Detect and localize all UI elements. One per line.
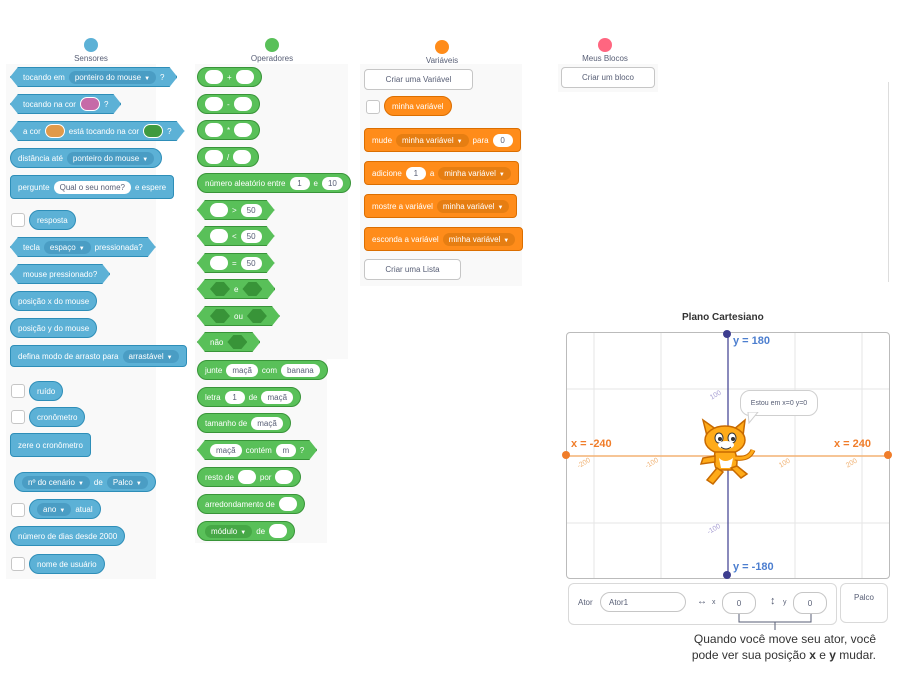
caption: Quando você move seu ator, você pode ver… (691, 632, 876, 662)
make-block-button[interactable]: Criar um bloco (561, 67, 655, 88)
subtract-block[interactable]: - (197, 94, 260, 114)
mouse-y-block[interactable]: posição y do mouse (10, 318, 98, 338)
round-block[interactable]: arredondamento de (197, 494, 305, 514)
x-label: x (712, 599, 716, 606)
x-right-label: x = 240 (834, 438, 872, 450)
cat-sprite-icon[interactable] (695, 418, 759, 490)
stage-tab[interactable]: Palco (840, 583, 888, 623)
drag-mode-block[interactable]: defina modo de arrasto para arrastável▼ (10, 345, 187, 367)
backdrop-of-block[interactable]: nº do cenário▼ de Palco▼ (14, 472, 156, 492)
variables-dot[interactable] (435, 40, 449, 54)
mod-block[interactable]: resto de por (197, 467, 302, 487)
and-block[interactable]: e (197, 279, 275, 299)
x-left-label: x = -240 (571, 438, 612, 450)
touching-color-block[interactable]: tocando na cor ? (10, 94, 121, 114)
mouse-down-block[interactable]: mouse pressionado? (10, 264, 110, 284)
my-variable-reporter[interactable]: minha variável (384, 96, 452, 116)
y-axis-bottom-dot (723, 571, 731, 579)
key-pressed-block[interactable]: tecla espaço▼ pressionada? (10, 237, 156, 257)
current-block[interactable]: ano▼ atual (29, 499, 101, 519)
touching-menu[interactable]: ponteiro do mouse▼ (69, 71, 156, 84)
username-block[interactable]: nome de usuário (29, 554, 105, 574)
color-touching-color-block[interactable]: a cor está tocando na cor ? (10, 121, 185, 141)
category-myblocks-label: Meus Blocos (582, 54, 628, 63)
make-variable-button[interactable]: Criar uma Variável (364, 69, 473, 90)
sensing-dot[interactable] (84, 38, 98, 52)
username-checkbox[interactable] (11, 557, 25, 571)
horizontal-arrow-icon: ↔ (697, 596, 707, 607)
distance-block[interactable]: distância até ponteiro do mouse▼ (10, 148, 163, 168)
math-op-menu[interactable]: módulo▼ (205, 524, 253, 538)
join-block[interactable]: junte maçã com banana (197, 360, 328, 380)
category-sensing-label: Sensores (74, 54, 108, 63)
hide-variable-block[interactable]: esconda a variável minha variável▼ (364, 227, 524, 251)
loudness-checkbox[interactable] (11, 384, 25, 398)
add-block[interactable]: + (197, 67, 262, 87)
backdrop-target-menu[interactable]: Palco▼ (106, 475, 148, 489)
category-operators-label: Operadores (250, 54, 294, 63)
caption-bracket (738, 614, 812, 630)
mouse-x-block[interactable]: posição x do mouse (10, 291, 98, 311)
make-list-button[interactable]: Criar uma Lista (364, 259, 461, 280)
y-bottom-label: y = -180 (733, 561, 774, 573)
loudness-block[interactable]: ruído (29, 381, 64, 401)
color-swatch-green[interactable] (143, 124, 163, 138)
change-variable-block[interactable]: adicione 1 a minha variável▼ (364, 161, 519, 185)
current-menu[interactable]: ano▼ (37, 502, 72, 516)
ask-block[interactable]: pergunte Qual o seu nome? e espere (10, 175, 175, 199)
sprite-label: Ator (578, 598, 593, 607)
divide-block[interactable]: / (197, 147, 260, 167)
set-variable-block[interactable]: mude minha variável▼ para 0 (364, 128, 521, 152)
palette-divider (888, 82, 889, 282)
timer-block[interactable]: cronômetro (29, 407, 86, 427)
x-axis-left-dot (562, 451, 570, 459)
y-label: y (783, 599, 787, 606)
set-variable-menu[interactable]: minha variável▼ (396, 133, 469, 147)
distance-menu[interactable]: ponteiro do mouse▼ (66, 151, 155, 165)
hide-variable-menu[interactable]: minha variável▼ (442, 232, 516, 246)
answer-checkbox[interactable] (11, 213, 25, 227)
key-menu[interactable]: espaço▼ (44, 241, 91, 254)
x-axis-right-dot (884, 451, 892, 459)
timer-checkbox[interactable] (11, 410, 25, 424)
my-variable-checkbox[interactable] (366, 100, 380, 114)
myblocks-dot[interactable] (598, 38, 612, 52)
operators-dot[interactable] (265, 38, 279, 52)
change-variable-menu[interactable]: minha variável▼ (438, 166, 511, 180)
stage-title: Plano Cartesiano (682, 312, 764, 323)
y-top-label: y = 180 (733, 335, 771, 347)
ask-input[interactable]: Qual o seu nome? (53, 180, 131, 194)
answer-block[interactable]: resposta (29, 210, 76, 230)
color-swatch-pink[interactable] (80, 97, 100, 111)
not-block[interactable]: não (197, 332, 260, 352)
contains-block[interactable]: maçã contém m ? (197, 440, 317, 460)
color-swatch-orange[interactable] (45, 124, 65, 138)
touching-block[interactable]: tocando em ponteiro do mouse▼ ? (10, 67, 177, 87)
vertical-arrow-icon: ↕ (770, 595, 776, 607)
x-position-field[interactable]: 0 (722, 592, 756, 614)
less-than-block[interactable]: <50 (197, 226, 275, 246)
letter-of-block[interactable]: letra 1 de maçã (197, 387, 302, 407)
show-variable-block[interactable]: mostre a variável minha variável▼ (364, 194, 518, 218)
category-variables-label: Variáveis (425, 56, 459, 65)
sprite-name-field[interactable]: Ator1 (600, 592, 686, 612)
backdrop-attr-menu[interactable]: nº do cenário▼ (22, 475, 90, 489)
current-checkbox[interactable] (11, 503, 25, 517)
greater-than-block[interactable]: >50 (197, 200, 275, 220)
math-op-block[interactable]: módulo▼ de (197, 521, 296, 541)
y-position-field[interactable]: 0 (793, 592, 827, 614)
equals-block[interactable]: =50 (197, 253, 275, 273)
length-block[interactable]: tamanho de maçã (197, 413, 291, 433)
drag-menu[interactable]: arrastável▼ (122, 349, 179, 363)
reset-timer-block[interactable]: zere o cronômetro (10, 433, 91, 457)
y-axis-top-dot (723, 330, 731, 338)
speech-tail (747, 412, 759, 424)
random-block[interactable]: número aleatório entre 1 e 10 (197, 173, 351, 193)
or-block[interactable]: ou (197, 306, 280, 326)
multiply-block[interactable]: * (197, 120, 261, 140)
show-variable-menu[interactable]: minha variável▼ (436, 199, 510, 213)
days-since-block[interactable]: número de dias desde 2000 (10, 526, 126, 546)
speech-text: Estou em x=0 y=0 (750, 399, 808, 407)
